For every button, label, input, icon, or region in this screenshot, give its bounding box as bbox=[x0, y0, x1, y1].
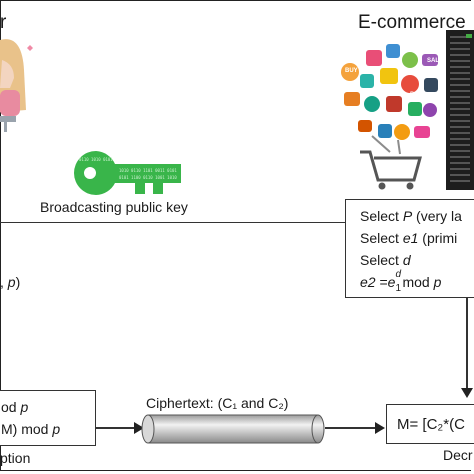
decryption-formula: M= [C₂*(C bbox=[397, 416, 465, 433]
step-compute-e2: e2 =e d 1 mod p bbox=[360, 269, 442, 294]
ecommerce-collage bbox=[341, 44, 438, 190]
server-steps-box: Select P (very la Select e1 (primi Selec… bbox=[345, 199, 474, 298]
to-decryption-line bbox=[466, 298, 468, 390]
server-icon bbox=[446, 30, 474, 190]
step-select-d: Select d bbox=[360, 252, 411, 268]
encryption-line-1: od p bbox=[1, 399, 29, 415]
encryption-line-2: M) mod p bbox=[1, 421, 61, 437]
right-arrowhead-icon bbox=[134, 422, 144, 434]
to-channel-line bbox=[96, 427, 138, 429]
decryption-caption: Decr bbox=[443, 447, 473, 463]
broadcast-line bbox=[0, 222, 345, 223]
user-title: r bbox=[0, 12, 7, 33]
broadcast-caption: Broadcasting public key bbox=[40, 199, 188, 215]
buy-tag: BUY bbox=[345, 68, 358, 74]
svg-text:1010 0110 1101 0011 0101: 1010 0110 1101 0011 0101 bbox=[119, 168, 177, 173]
ecommerce-title: E-commerce bbox=[358, 12, 466, 33]
user-illustration bbox=[0, 39, 33, 132]
big-tag: BIG bbox=[410, 92, 421, 98]
channel-cylinder bbox=[141, 414, 325, 444]
public-key-tuple: , p) bbox=[0, 274, 21, 290]
svg-text:0101 1100 0110 1001 1010: 0101 1100 0110 1001 1010 bbox=[119, 175, 177, 180]
step-select-p: Select P (very la bbox=[360, 208, 462, 224]
right-arrowhead-2-icon bbox=[375, 422, 385, 434]
down-arrowhead-icon bbox=[461, 388, 473, 398]
encryption-box: od p M) mod p bbox=[0, 390, 96, 446]
encryption-caption: ption bbox=[0, 450, 31, 466]
key-icon: 0110 1010 0101 1010 0110 1101 0011 0101 … bbox=[74, 151, 181, 195]
step-select-e1: Select e1 (primi bbox=[360, 230, 458, 246]
sale-tag: SALE bbox=[427, 58, 444, 64]
decryption-box: M= [C₂*(C bbox=[386, 404, 474, 444]
svg-text:0110 1010 0101: 0110 1010 0101 bbox=[79, 157, 113, 162]
to-decryption-arrow-line bbox=[325, 427, 377, 429]
ciphertext-label: Ciphertext: (C₁ and C₂) bbox=[146, 395, 289, 411]
